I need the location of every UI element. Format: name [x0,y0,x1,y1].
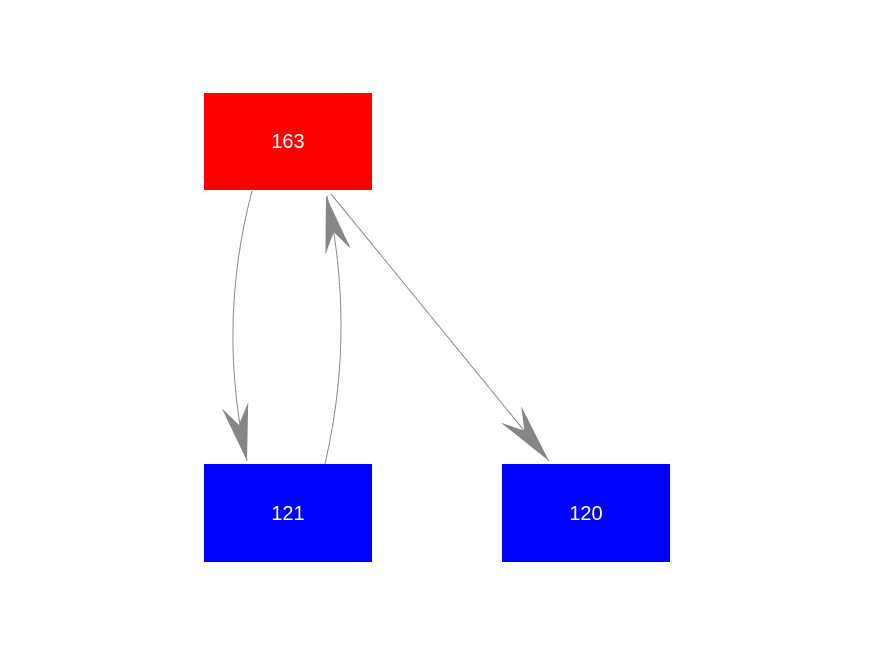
edge-163-to-120 [330,193,550,462]
node-121-label: 121 [271,503,304,525]
node-163 [204,93,372,190]
node-120 [502,464,670,562]
node-163-label: 163 [271,131,304,153]
node-121 [204,464,372,562]
arrowhead-to-120-icon [501,406,549,461]
arrowhead-to-163-icon [325,196,351,255]
node-120-label: 120 [569,503,602,525]
arrowhead-to-121-icon [221,402,249,461]
